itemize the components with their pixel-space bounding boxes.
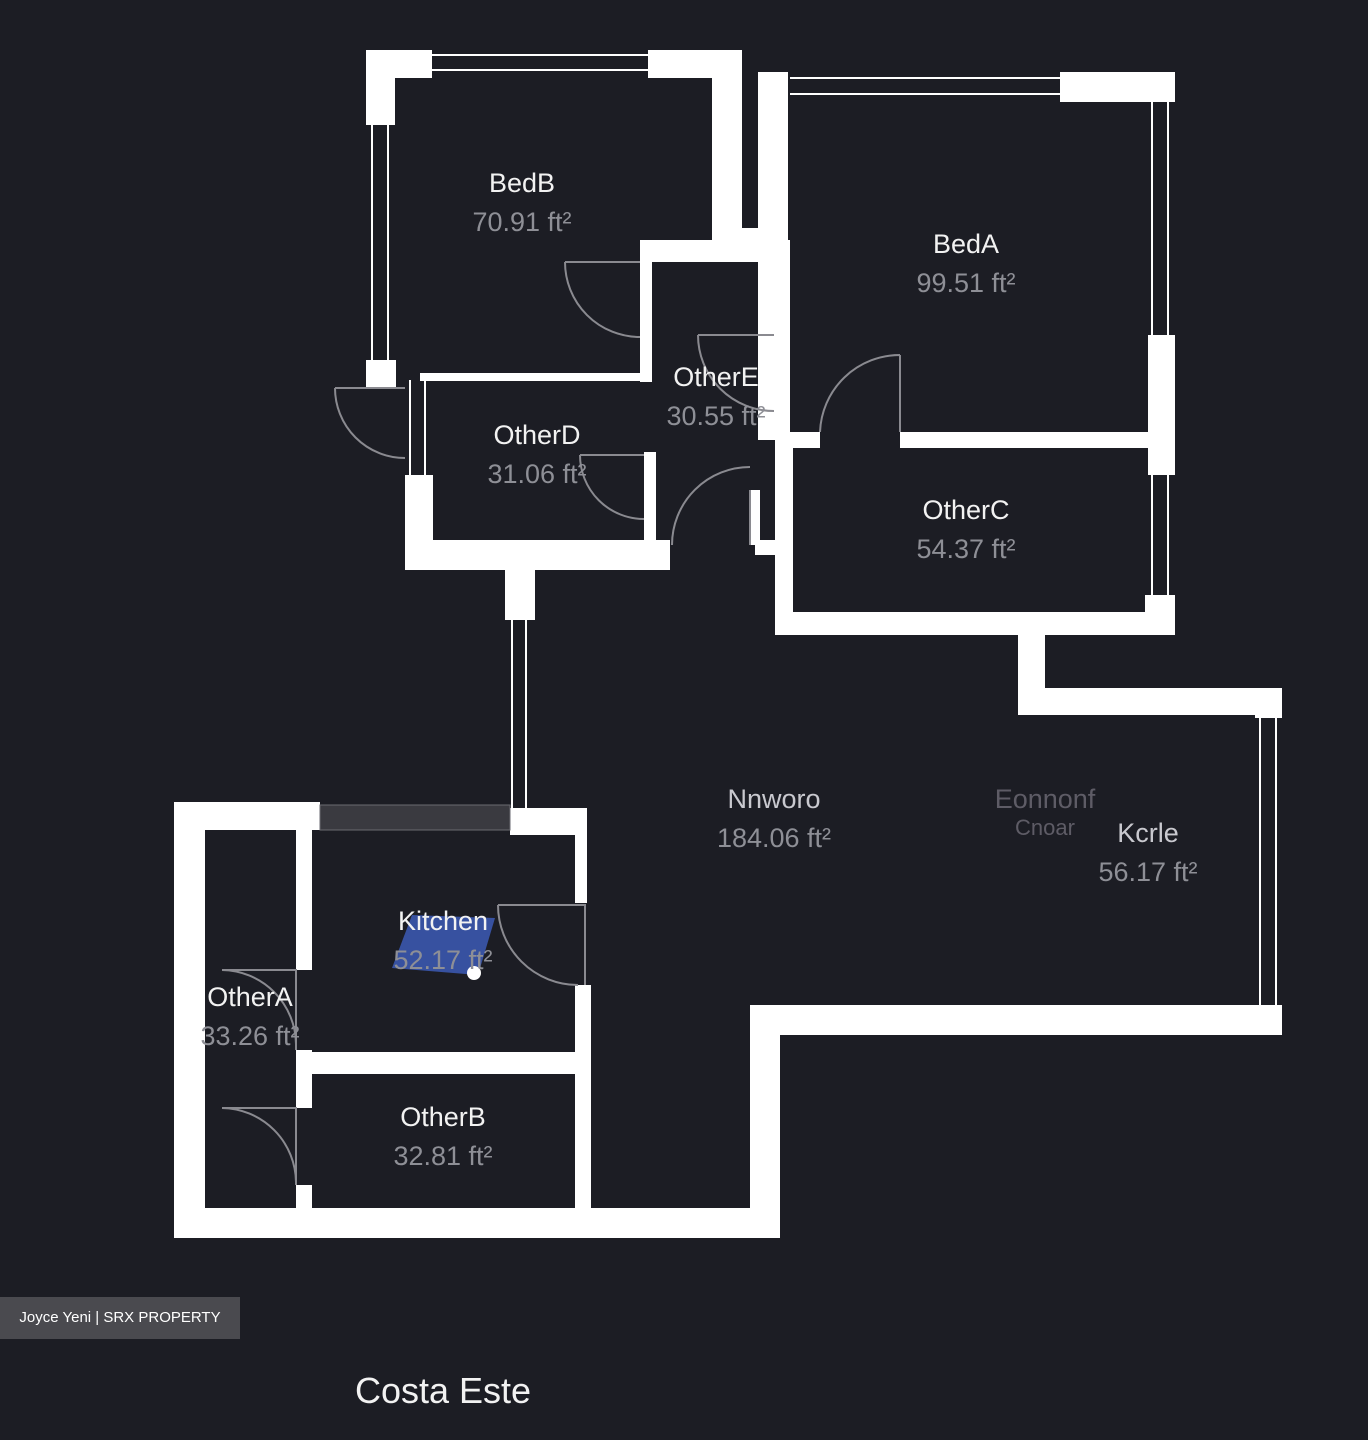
room-name: OtherA: [207, 982, 293, 1012]
room-area: Cnoar: [1015, 815, 1075, 840]
room-othera: OtherA 33.26 ft²: [200, 982, 299, 1052]
room-name: Kitchen: [397, 906, 489, 936]
room-area: 99.51 ft²: [916, 268, 1016, 298]
room-otherc: OtherC 54.37 ft²: [916, 495, 1015, 565]
room-name: OtherD: [493, 420, 581, 450]
room-name: OtherC: [922, 495, 1010, 525]
room-area: 31.06 ft²: [487, 459, 587, 489]
room-name: OtherE: [673, 362, 759, 392]
room-area: 30.55 ft²: [666, 401, 766, 431]
room-name: BedB: [488, 168, 556, 198]
room-bedb: BedB 70.91 ft²: [472, 168, 571, 238]
windows: [371, 54, 1277, 1005]
room-area: 70.91 ft²: [472, 207, 572, 237]
walls: [174, 50, 1282, 1238]
room-living: Nnworo 184.06 ft²: [717, 784, 831, 854]
room-name: BedA: [932, 229, 1000, 259]
room-area: 184.06 ft²: [716, 823, 832, 853]
room-balcony: Kcrle 56.17 ft²: [1098, 818, 1197, 888]
room-name: Kcrle: [1117, 818, 1179, 848]
marker-dot: [467, 966, 481, 980]
room-area: 32.81 ft²: [393, 1141, 493, 1171]
room-area: 33.26 ft²: [200, 1021, 300, 1051]
room-area: 52.17 ft²: [393, 945, 493, 975]
room-name: Nnworo: [727, 784, 821, 814]
kitchen-counter: [319, 804, 511, 831]
credit-badge: Joyce Yeni | SRX PROPERTY: [0, 1297, 240, 1339]
room-area: 54.37 ft²: [916, 534, 1016, 564]
room-name: OtherB: [400, 1102, 486, 1132]
room-othere: OtherE 30.55 ft²: [666, 362, 765, 432]
room-kitchen: Kitchen 52.17 ft²: [393, 906, 492, 976]
doors: [221, 261, 901, 1185]
room-area: 56.17 ft²: [1098, 857, 1198, 887]
room-name: Eonnonf: [994, 784, 1096, 814]
plan-title: Costa Este: [355, 1370, 532, 1411]
room-otherb: OtherB 32.81 ft²: [393, 1102, 492, 1172]
kitchen-highlight: [392, 915, 495, 975]
room-beda: BedA 99.51 ft²: [916, 229, 1015, 299]
room-otherd: OtherD 31.06 ft²: [487, 420, 586, 490]
